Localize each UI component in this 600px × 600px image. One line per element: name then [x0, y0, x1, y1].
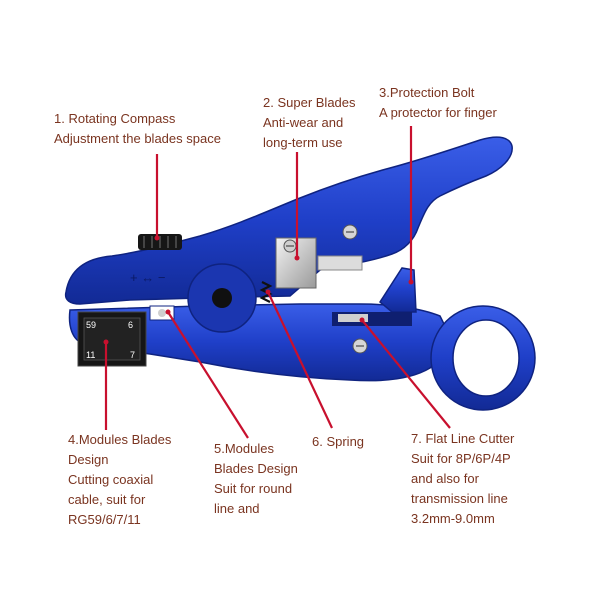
die-label-11: 11 [86, 350, 95, 360]
coaxial-die-module [77, 311, 147, 367]
callout-flat-line-cutter: 7. Flat Line Cutter Suit for 8P/6P/4P an… [411, 429, 514, 529]
round-line-blade-slot [149, 305, 175, 321]
upper-handle [64, 136, 513, 305]
callout-text: long-term use [263, 135, 343, 150]
callout-dot-1 [154, 235, 160, 241]
super-blade [275, 237, 363, 289]
callout-text: line and [214, 501, 260, 516]
callout-dot-3 [408, 279, 414, 285]
callout-text: cable, suit for [68, 492, 146, 507]
callout-rotating-compass: 1. Rotating Compass Adjustment the blade… [54, 109, 221, 149]
callout-title: 7. Flat Line Cutter [411, 431, 515, 446]
callout-title: 2. Super Blades [263, 95, 356, 110]
callout-text: and also for [411, 471, 479, 486]
callout-text: Anti-wear and [263, 115, 344, 130]
flat-line-cutter-slot [332, 312, 412, 326]
callout-dot-6 [265, 289, 271, 295]
callout-text: A protector for finger [379, 105, 497, 120]
finger-ring [430, 305, 536, 411]
callout-title: 1. Rotating Compass [54, 111, 176, 126]
callout-line-6 [267, 291, 333, 429]
callout-lines [104, 126, 451, 439]
callout-protection-bolt: 3.Protection Bolt A protector for finger [379, 83, 497, 123]
callout-text: Adjustment the blades space [54, 131, 221, 146]
callout-line-7 [361, 319, 451, 429]
callout-line-5 [167, 311, 249, 439]
callout-super-blades: 2. Super Blades Anti-wear and long-term … [263, 93, 356, 153]
protection-bolt [379, 267, 417, 313]
callout-dot-4 [103, 339, 109, 345]
callout-text: Suit for 8P/6P/4P [411, 451, 511, 466]
callout-spring: 6. Spring [312, 432, 364, 452]
lower-screw [352, 338, 368, 354]
callout-text: transmission line [411, 491, 508, 506]
callout-text: RG59/6/7/11 [68, 512, 141, 527]
die-label-59: 59 [86, 320, 96, 330]
callout-title: 6. Spring [312, 434, 365, 449]
callout-text: Blades Design [214, 461, 298, 476]
callout-title: 3.Protection Bolt [379, 85, 475, 100]
callout-dot-2 [294, 255, 300, 261]
callout-text: Cutting coaxial [68, 472, 154, 487]
top-screw [342, 224, 358, 240]
callout-modules-blades-round: 5.Modules Blades Design Suit for round l… [214, 439, 298, 519]
callout-modules-blades-cutting: 4.Modules Blades Design Cutting coaxial … [68, 430, 171, 530]
die-label-7: 7 [130, 350, 135, 360]
dial-direction-marks: + ↔ − [130, 270, 165, 285]
callout-title: 4.Modules Blades [68, 432, 172, 447]
callout-text: Design [68, 452, 109, 467]
callout-text: 3.2mm-9.0mm [411, 511, 495, 526]
callout-dot-5 [165, 309, 171, 315]
callout-text: Suit for round [214, 481, 293, 496]
callout-dots [103, 235, 414, 345]
pivot-hub [187, 263, 257, 333]
die-label-6: 6 [128, 320, 133, 330]
callout-dot-7 [359, 317, 365, 323]
callout-title: 5.Modules [214, 441, 274, 456]
rotating-compass-dial [138, 234, 182, 250]
